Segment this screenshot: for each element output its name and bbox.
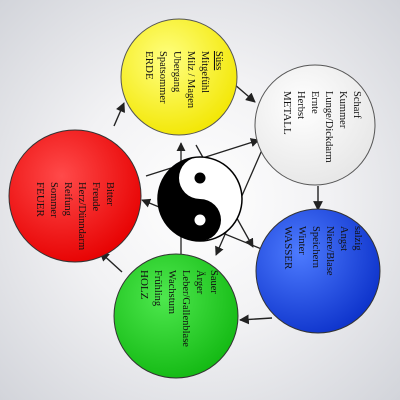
arrow-wasser-to-holz [239,314,273,325]
yin-yang-icon [157,156,243,242]
arrow-erde-to-metall [233,83,256,103]
arrow-feuer-to-erde [113,102,125,127]
circle-metall [254,64,376,186]
circle-erde [120,18,238,136]
circle-wasser [255,208,381,334]
circle-feuer [8,129,142,263]
circle-holz [113,253,239,379]
